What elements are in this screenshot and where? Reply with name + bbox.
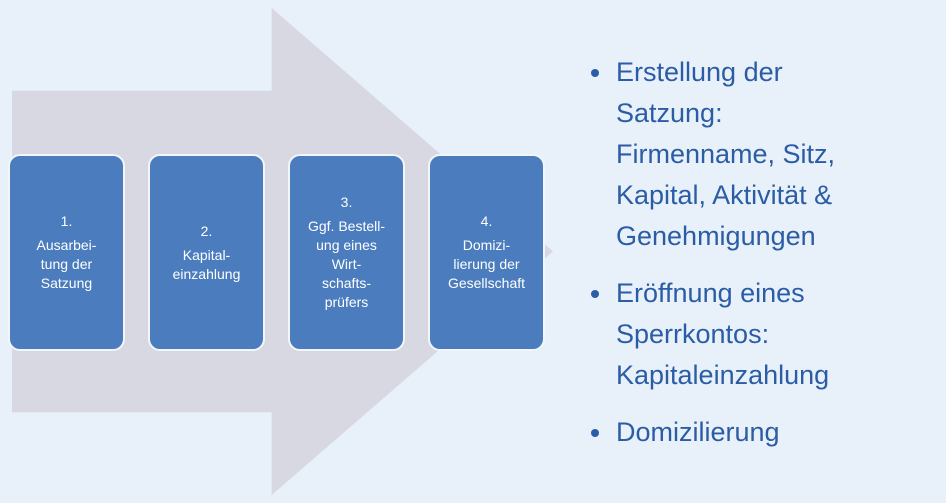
step-label: Ggf. Bestell- ung eines Wirt- schafts- p… <box>307 218 386 310</box>
bullet-item-satzung: Erstellung der Satzung: Firmenname, Sitz… <box>614 52 946 257</box>
step-card-2: 2. Kapital- einzahlung <box>148 154 265 351</box>
bullet-list: Erstellung der Satzung: Firmenname, Sitz… <box>582 52 946 469</box>
bullet-item-sperrkonto: Eröffnung eines Sperrkontos: Kapitaleinz… <box>614 273 946 396</box>
step-card-1: 1. Ausarbei- tung der Satzung <box>8 154 125 351</box>
step-number: 2. <box>200 222 213 239</box>
step-number: 3. <box>340 194 353 210</box>
step-number: 1. <box>60 213 73 229</box>
bullet-text: Domizilierung <box>616 417 780 447</box>
step-number: 4. <box>480 213 493 229</box>
step-label: Ausarbei- tung der Satzung <box>36 237 97 291</box>
bullet-text: Eröffnung eines Sperrkontos: Kapitaleinz… <box>616 278 830 390</box>
step-card-4: 4. Domizi- lierung der Gesellschaft <box>428 154 545 351</box>
step-label: Domizi- lierung der Gesellschaft <box>447 237 526 291</box>
bullet-text: Erstellung der Satzung: Firmenname, Sitz… <box>616 57 836 251</box>
step-label: Kapital- einzahlung <box>172 246 241 282</box>
bullet-item-domizilierung: Domizilierung <box>614 412 946 453</box>
step-card-3: 3. Ggf. Bestell- ung eines Wirt- schafts… <box>288 154 405 351</box>
